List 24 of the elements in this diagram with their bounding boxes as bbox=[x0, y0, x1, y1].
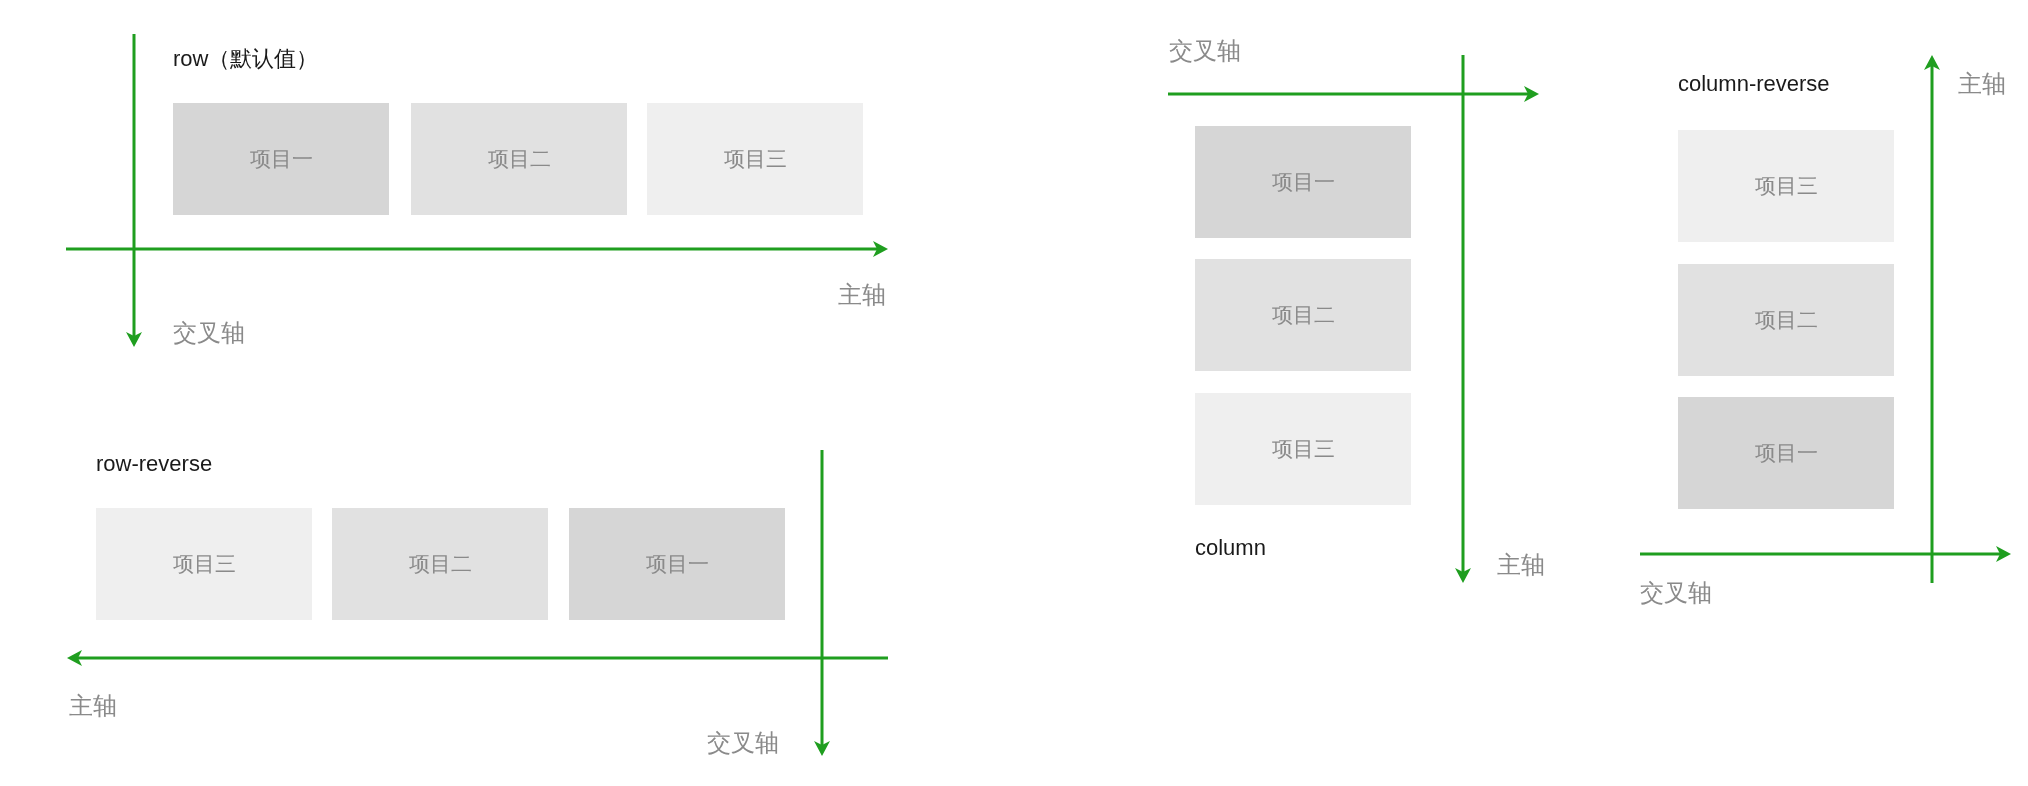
axis-label: 主轴 bbox=[69, 694, 117, 718]
flex-item: 项目二 bbox=[1195, 259, 1411, 371]
direction-title: row（默认值） bbox=[173, 48, 319, 70]
flex-item: 项目一 bbox=[569, 508, 785, 620]
axis-label: 交叉轴 bbox=[173, 321, 245, 345]
flex-item: 项目二 bbox=[332, 508, 548, 620]
axis-label: 主轴 bbox=[838, 283, 886, 307]
flex-item: 项目三 bbox=[1678, 130, 1894, 242]
axis-label: 交叉轴 bbox=[1640, 581, 1712, 605]
flex-item: 项目二 bbox=[1678, 264, 1894, 376]
flex-item: 项目一 bbox=[173, 103, 389, 215]
axis-label: 交叉轴 bbox=[707, 731, 779, 755]
flex-item: 项目一 bbox=[1195, 126, 1411, 238]
axis-label: 交叉轴 bbox=[1169, 39, 1241, 63]
flex-item: 项目二 bbox=[411, 103, 627, 215]
direction-title: column-reverse bbox=[1678, 73, 1830, 95]
axis-label: 主轴 bbox=[1497, 553, 1545, 577]
flex-item: 项目三 bbox=[1195, 393, 1411, 505]
flex-item: 项目三 bbox=[96, 508, 312, 620]
flex-item: 项目三 bbox=[647, 103, 863, 215]
flex-item: 项目一 bbox=[1678, 397, 1894, 509]
axis-label: 主轴 bbox=[1958, 72, 2006, 96]
direction-title: row-reverse bbox=[96, 453, 213, 475]
direction-title: column bbox=[1195, 537, 1266, 559]
